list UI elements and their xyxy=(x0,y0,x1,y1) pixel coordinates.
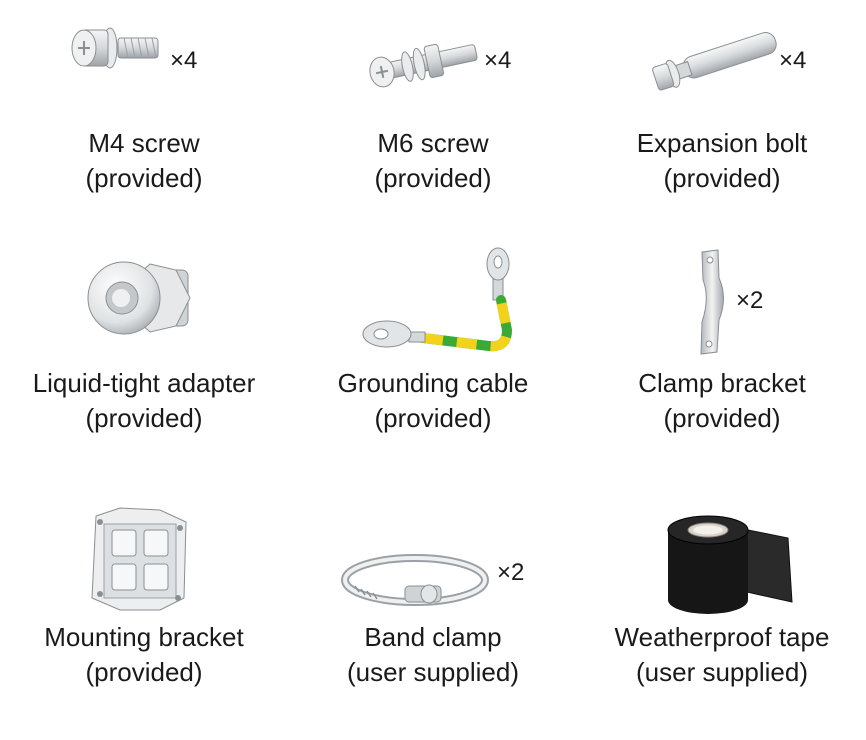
item-label: Mounting bracket (provided) xyxy=(0,620,288,690)
item-note: (provided) xyxy=(85,657,203,687)
grounding-cable-icon xyxy=(362,247,512,352)
quantity-label: ×2 xyxy=(736,287,764,314)
item-m4-screw: ×4 M4 screw (provided) xyxy=(0,0,288,246)
item-label: Band clamp (user supplied) xyxy=(289,620,577,690)
item-name: M6 screw xyxy=(377,128,489,158)
item-note: (user supplied) xyxy=(347,657,519,687)
item-note: (provided) xyxy=(374,403,492,433)
quantity-label: ×2 xyxy=(497,559,525,586)
item-clamp-bracket: ×2 Clamp bracket (provided) xyxy=(578,240,866,486)
m4-screw-icon xyxy=(71,27,159,69)
mounting-bracket-icon xyxy=(91,507,187,611)
quantity-label: ×4 xyxy=(484,47,512,74)
item-mounting-bracket: Mounting bracket (provided) xyxy=(0,494,288,740)
m6-screw-icon xyxy=(369,43,478,88)
item-name: Liquid-tight adapter xyxy=(32,368,256,398)
item-m6-screw: ×4 M6 screw (provided) xyxy=(289,0,577,246)
item-name: Mounting bracket xyxy=(44,622,244,652)
item-label: Expansion bolt (provided) xyxy=(578,126,866,196)
item-name: Expansion bolt xyxy=(636,128,808,158)
item-name: Weatherproof tape xyxy=(614,622,830,652)
item-note: (provided) xyxy=(374,163,492,193)
item-note: (provided) xyxy=(85,403,203,433)
item-expansion-bolt: ×4 Expansion bolt (provided) xyxy=(578,0,866,246)
item-name: Clamp bracket xyxy=(638,368,806,398)
item-label: M4 screw (provided) xyxy=(0,126,288,196)
item-label: Grounding cable (provided) xyxy=(289,366,577,436)
item-note: (user supplied) xyxy=(636,657,808,687)
item-liquid-tight-adapter: Liquid-tight adapter (provided) xyxy=(0,240,288,486)
item-note: (provided) xyxy=(663,403,781,433)
expansion-bolt-icon xyxy=(652,32,777,91)
liquid-tight-adapter-icon xyxy=(87,261,191,335)
band-clamp-icon xyxy=(341,554,489,606)
item-grounding-cable: Grounding cable (provided) xyxy=(289,240,577,486)
item-label: Weatherproof tape (user supplied) xyxy=(578,620,866,690)
quantity-label: ×4 xyxy=(170,47,198,74)
clamp-bracket-icon xyxy=(700,249,724,355)
item-note: (provided) xyxy=(663,163,781,193)
item-name: Grounding cable xyxy=(337,368,529,398)
item-band-clamp: ×2 Band clamp (user supplied) xyxy=(289,494,577,740)
item-note: (provided) xyxy=(85,163,203,193)
quantity-label: ×4 xyxy=(779,47,807,74)
item-name: Band clamp xyxy=(364,622,502,652)
item-label: M6 screw (provided) xyxy=(289,126,577,196)
item-name: M4 screw xyxy=(88,128,200,158)
item-label: Clamp bracket (provided) xyxy=(578,366,866,436)
weatherproof-tape-icon xyxy=(667,515,793,614)
item-label: Liquid-tight adapter (provided) xyxy=(0,366,288,436)
item-weatherproof-tape: Weatherproof tape (user supplied) xyxy=(578,494,866,740)
